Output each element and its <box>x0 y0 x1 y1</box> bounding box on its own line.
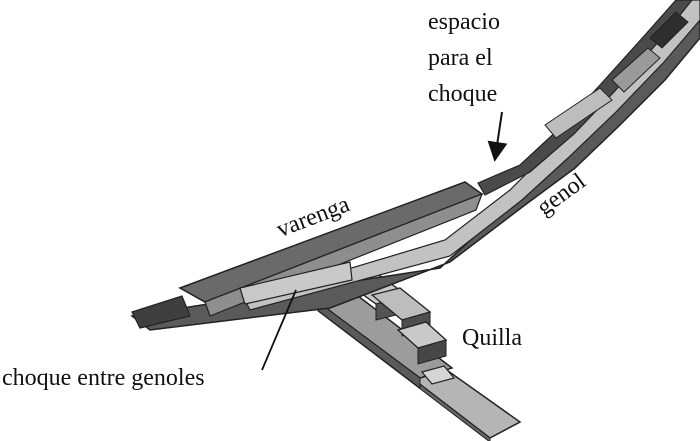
frame-pad-3 <box>649 11 689 49</box>
floor-timber-tip <box>131 295 191 329</box>
frame-pad-1 <box>544 87 613 139</box>
joint-label: choque entre genoles <box>2 365 205 391</box>
floor-and-frame <box>130 0 700 331</box>
frame-pad-2 <box>611 47 661 93</box>
keel-label: Quilla <box>462 325 522 351</box>
joint-block <box>239 261 353 305</box>
keel-block-3-side <box>417 339 447 365</box>
gap-arrow <box>487 111 508 162</box>
joint-pointer-line <box>261 289 297 371</box>
gap-label-line-2: para el <box>428 45 493 71</box>
gap-label-line-3: choque <box>428 81 498 107</box>
keel-block-4 <box>420 365 456 385</box>
keel-assembly <box>308 269 522 441</box>
gap-label-line-1: espacio <box>428 9 500 35</box>
